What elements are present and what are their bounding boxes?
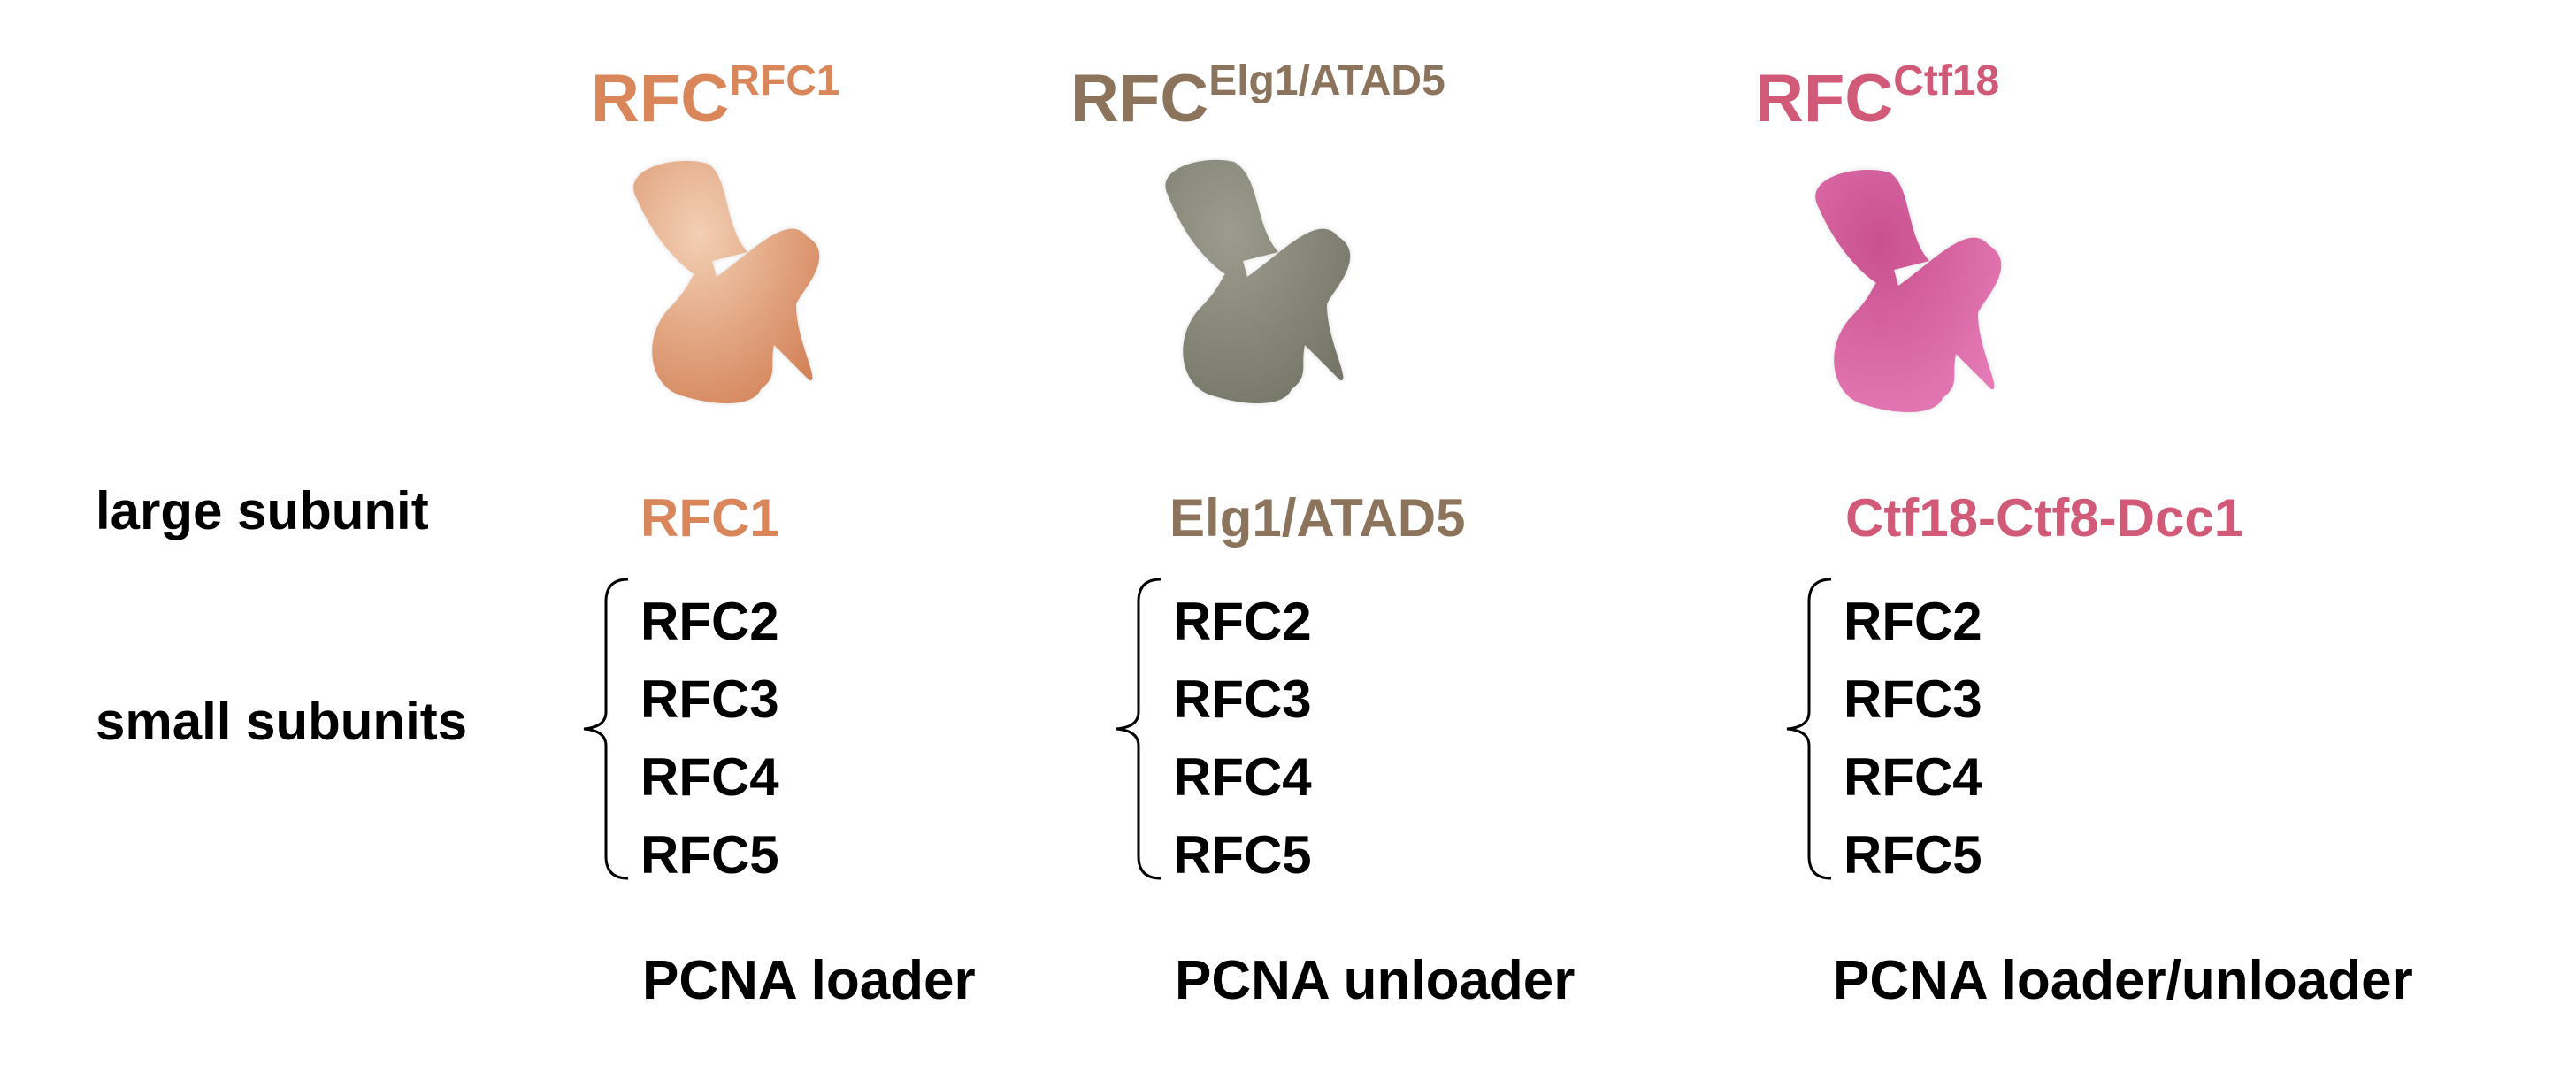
- small-subunit-rfc1-1: RFC2: [640, 592, 779, 651]
- small-subunit-rfc1-3: RFC4: [640, 747, 779, 807]
- complex-title-rfc1: RFCRFC1: [591, 57, 840, 136]
- complex-title-ctf18: RFCCtf18: [1755, 57, 2000, 136]
- complex-title-elg1: RFCElg1/ATAD5: [1070, 57, 1445, 136]
- role-rfc1: PCNA loader: [642, 950, 976, 1011]
- large-subunit-rfc1: RFC1: [640, 488, 779, 548]
- small-subunit-elg1-1: RFC2: [1173, 592, 1312, 651]
- small-subunit-brace-icon: [583, 578, 629, 880]
- elg1-complex-blob-icon: [1165, 159, 1351, 404]
- small-subunit-elg1-2: RFC3: [1173, 670, 1312, 729]
- small-subunit-ctf18-4: RFC5: [1844, 825, 1982, 885]
- small-subunits-label: small subunits: [96, 692, 468, 751]
- role-elg1: PCNA unloader: [1175, 950, 1576, 1011]
- small-subunit-ctf18-1: RFC2: [1844, 592, 1982, 651]
- small-subunit-ctf18-2: RFC3: [1844, 670, 1982, 729]
- small-subunit-brace-icon: [1116, 578, 1162, 880]
- large-subunit-label: large subunit: [96, 481, 429, 540]
- large-subunit-ctf18: Ctf18-Ctf8-Dcc1: [1845, 488, 2244, 548]
- small-subunit-elg1-3: RFC4: [1173, 747, 1312, 807]
- rfc1-complex-blob-icon: [633, 160, 820, 404]
- small-subunit-rfc1-4: RFC5: [640, 825, 779, 885]
- small-subunit-elg1-4: RFC5: [1173, 825, 1312, 885]
- small-subunit-rfc1-2: RFC3: [640, 670, 779, 729]
- large-subunit-elg1: Elg1/ATAD5: [1169, 488, 1466, 548]
- role-ctf18: PCNA loader/unloader: [1833, 950, 2413, 1011]
- small-subunit-brace-icon: [1786, 578, 1832, 880]
- ctf18-complex-blob-icon: [1815, 169, 2002, 413]
- small-subunit-ctf18-3: RFC4: [1844, 747, 1982, 807]
